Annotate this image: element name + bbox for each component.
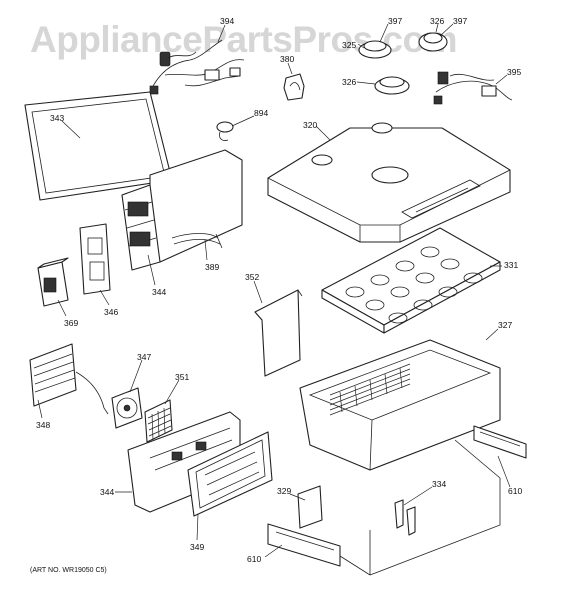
callout-380: 380: [280, 54, 294, 64]
part-394-wire-harness: [149, 39, 245, 95]
part-389-tube: [171, 233, 223, 249]
part-346-bracket: [79, 223, 111, 295]
callout-344-lower: 344: [100, 487, 114, 497]
callout-325: 325: [342, 40, 356, 50]
part-351-grille: [144, 399, 173, 443]
callout-394: 394: [220, 16, 234, 26]
callout-334: 334: [432, 479, 446, 489]
callout-343: 343: [50, 113, 64, 123]
part-894-thermistor: [216, 121, 234, 141]
callout-346: 346: [104, 307, 118, 317]
callout-610-right: 610: [508, 486, 522, 496]
part-380-bracket: [283, 73, 305, 101]
callout-349: 349: [190, 542, 204, 552]
callout-395: 395: [507, 67, 521, 77]
part-331-tray: [321, 227, 501, 334]
part-344-upper-duct: [121, 149, 243, 271]
callout-348: 348: [36, 420, 50, 430]
callout-344-upper: 344: [152, 287, 166, 297]
callout-351: 351: [175, 372, 189, 382]
callout-329: 329: [277, 486, 291, 496]
bin-grille: [329, 363, 411, 416]
leader-lines: [37, 23, 511, 558]
callout-326-top: 326: [430, 16, 444, 26]
callout-326-bottom: 326: [342, 77, 356, 87]
callout-397-right: 397: [453, 16, 467, 26]
callout-331: 331: [504, 260, 518, 270]
callout-389: 389: [205, 262, 219, 272]
callout-320: 320: [303, 120, 317, 130]
part-395-wire-harness: [433, 71, 513, 105]
callout-397-left: 397: [388, 16, 402, 26]
callout-327: 327: [498, 320, 512, 330]
part-352-bracket: [254, 289, 303, 377]
callout-894: 894: [254, 108, 268, 118]
part-327-pan: [299, 339, 501, 471]
part-320-cover: [267, 122, 511, 243]
part-349-frame: [187, 431, 273, 517]
part-334-screws: [394, 499, 416, 536]
callout-369: 369: [64, 318, 78, 328]
part-329-rail: [297, 485, 323, 529]
part-348-heater: [29, 343, 109, 415]
art-number: (ART NO. WR19050 C5): [30, 567, 107, 574]
part-325-326-knobs: [358, 32, 448, 95]
callout-352: 352: [245, 272, 259, 282]
part-347-fan: [111, 387, 143, 429]
part-610-lower-slide: [267, 439, 501, 576]
callout-347: 347: [137, 352, 151, 362]
callout-labels: 394 397 326 397 325 326 395 380 894 343 …: [36, 16, 522, 564]
part-369-housing: [37, 257, 69, 307]
callout-610-lower: 610: [247, 554, 261, 564]
part-610-right-slide: [473, 425, 527, 459]
